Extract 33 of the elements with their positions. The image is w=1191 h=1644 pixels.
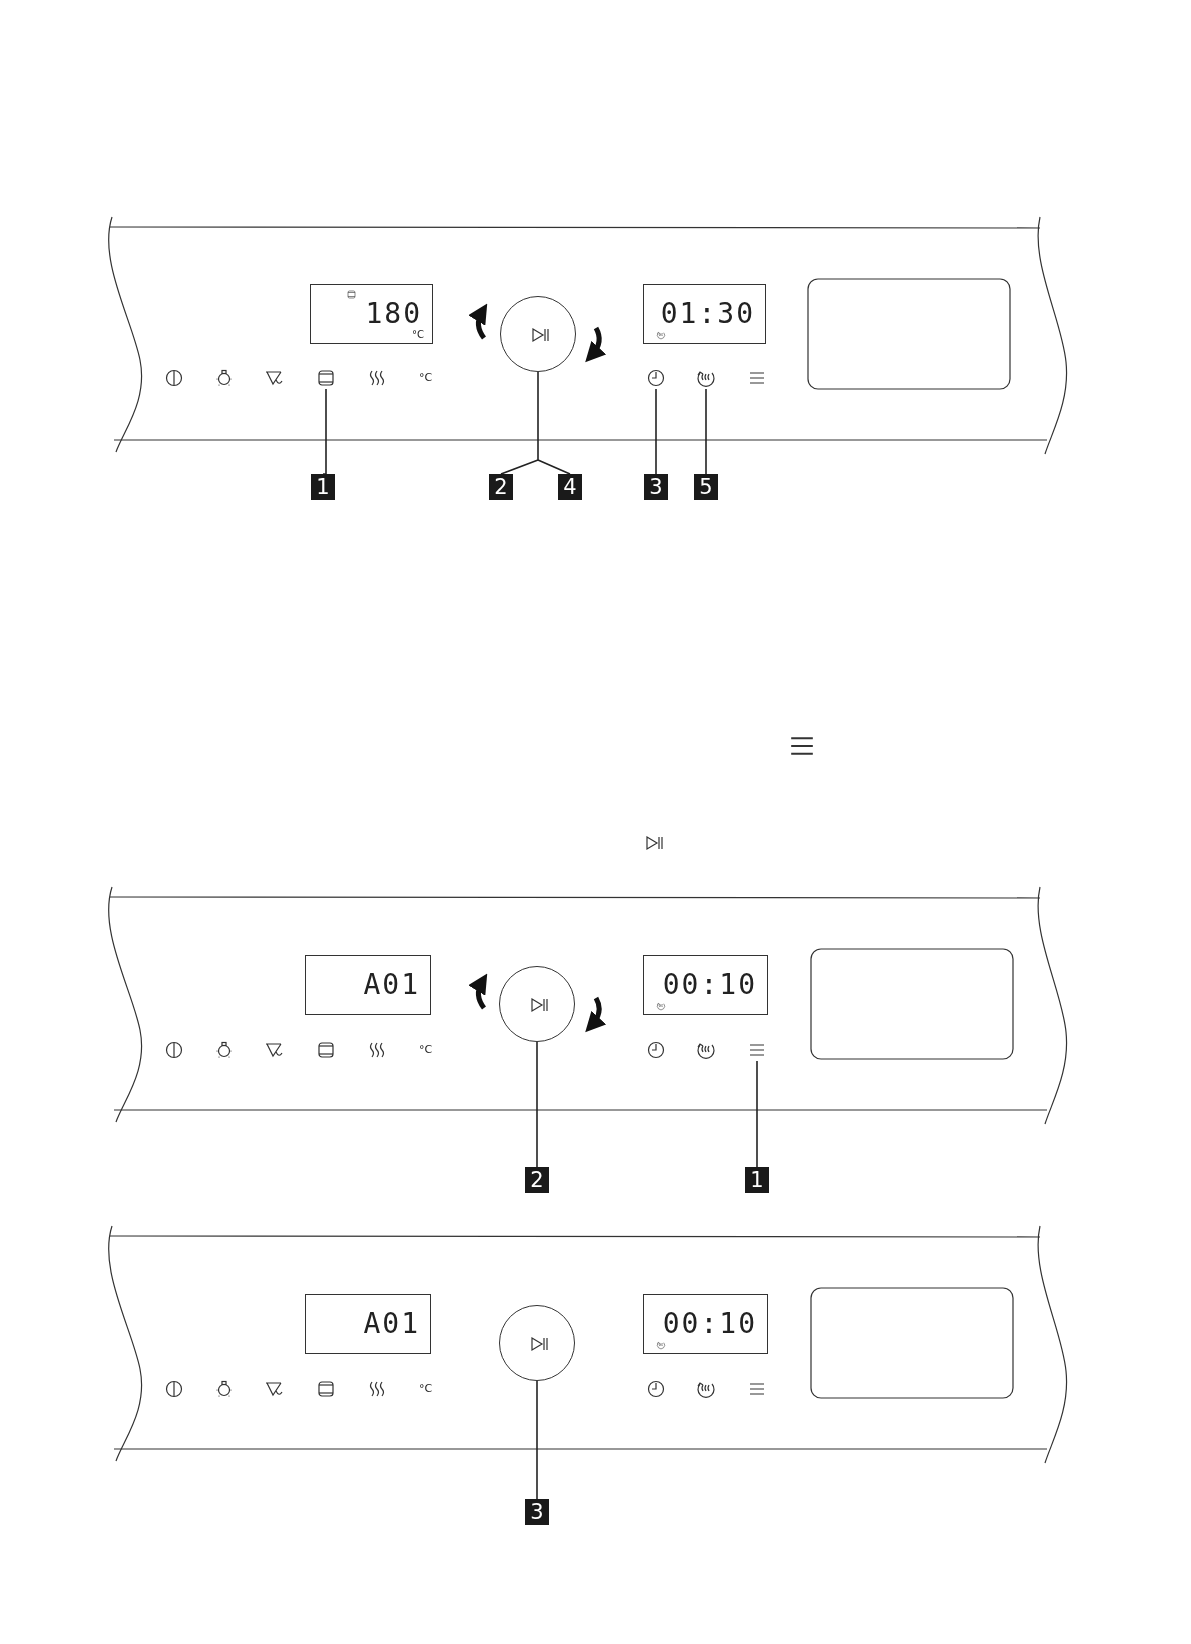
leader-line: [536, 1041, 538, 1168]
callout-number: 5: [694, 474, 718, 500]
unit-label: °C: [412, 329, 424, 340]
lcd-display: [310, 284, 433, 344]
lcd-display: [305, 1294, 431, 1354]
leader-line: [655, 388, 657, 475]
callout-number: 2: [489, 474, 513, 500]
callout-number: 3: [525, 1499, 549, 1525]
leader-line: [705, 388, 707, 475]
oven-icon: [315, 367, 337, 389]
callout-number: 1: [311, 474, 335, 500]
leader-line: [756, 1060, 758, 1168]
lcd-display: [305, 955, 431, 1015]
callout-number: 4: [558, 474, 582, 500]
lcd-display: [643, 284, 766, 344]
leader-line: [536, 1380, 538, 1500]
lcd-display: [643, 1294, 768, 1354]
lcd-display: [643, 955, 768, 1015]
display-reading: A01: [363, 969, 420, 1001]
clock-icon: [645, 367, 667, 389]
callout-number: 2: [525, 1167, 549, 1193]
unit-label: °C: [419, 1383, 433, 1395]
callout-number: 3: [644, 474, 668, 500]
display-reading: 00:10: [662, 1308, 757, 1340]
display-reading: 00:10: [662, 969, 757, 1001]
leader-line: [500, 371, 571, 475]
unit-label: °C: [419, 1044, 433, 1056]
callout-number: 1: [745, 1167, 769, 1193]
display-reading: 01:30: [660, 298, 755, 330]
display-reading: A01: [363, 1308, 420, 1340]
unit-label: °C: [419, 372, 433, 384]
leader-line: [322, 388, 327, 475]
display-reading: 180: [365, 298, 422, 330]
